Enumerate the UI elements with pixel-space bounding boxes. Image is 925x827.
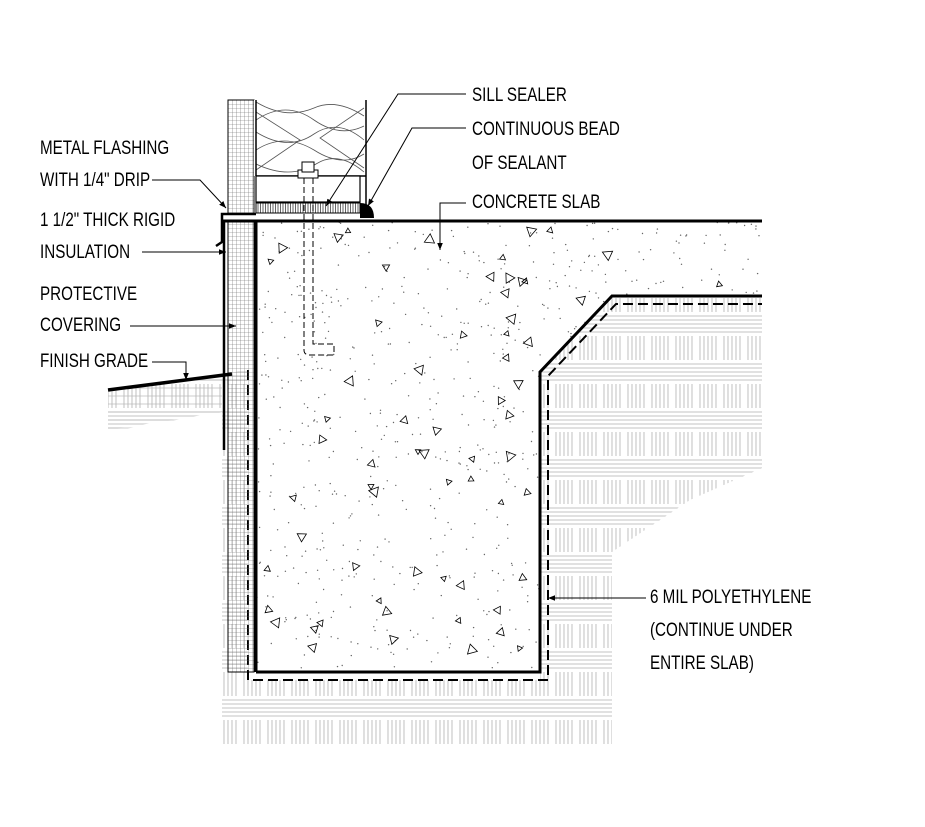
finish-grade-line <box>107 372 233 392</box>
metal-flashing <box>215 212 256 248</box>
sill-sealer-label: SILL SEALER <box>472 85 567 106</box>
anchor-bolt <box>297 161 335 356</box>
sill-sealer <box>255 202 361 214</box>
sill-plate <box>255 175 361 203</box>
poly-label-line3: ENTIRE SLAB) <box>650 653 754 674</box>
poly-label-line1: 6 MIL POLYETHYLENE <box>650 587 812 608</box>
rigid-insulation <box>227 219 255 673</box>
sealant-label-line1: CONTINUOUS BEAD <box>472 119 620 140</box>
wall-sheathing <box>227 99 255 215</box>
finish-grade-label: FINISH GRADE <box>40 351 149 372</box>
sealant-label-line2: OF SEALANT <box>472 153 567 174</box>
insulation-label-line2: INSULATION <box>40 242 131 263</box>
undisturbed-soil <box>108 298 762 745</box>
flashing-label-line1: METAL FLASHING <box>40 138 170 159</box>
covering-label-line2: COVERING <box>40 315 122 336</box>
sealant-bead <box>360 203 374 218</box>
insulation-label-line1: 1 1/2" THICK RIGID <box>40 210 176 231</box>
covering-label-line1: PROTECTIVE <box>40 284 138 305</box>
poly-label-line2: (CONTINUE UNDER <box>650 620 793 641</box>
leader-lines <box>130 93 646 601</box>
backfill <box>108 375 222 432</box>
flashing-label-line2: WITH 1/4" DRIP <box>40 170 151 191</box>
concrete-slab-label: CONCRETE SLAB <box>472 192 601 213</box>
